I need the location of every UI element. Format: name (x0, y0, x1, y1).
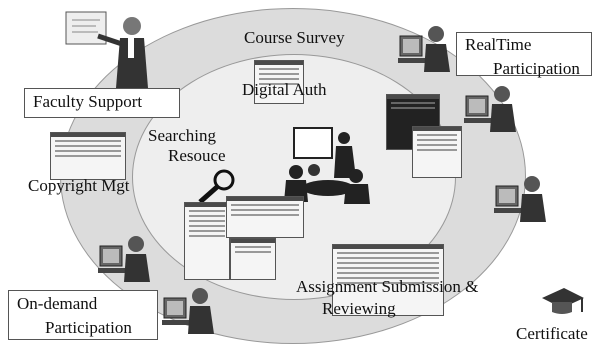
assignment-label: Assignment Submission & Reviewing (296, 276, 478, 320)
assignment-line2: Reviewing (322, 299, 396, 318)
classroom-presentation-icon (278, 126, 374, 206)
realtime-line2: Participation (493, 59, 580, 78)
screenshot-thumbnail-icon (50, 132, 126, 180)
digital-auth-label: Digital Auth (242, 80, 327, 99)
on-demand-line2: Participation (45, 318, 132, 337)
student-at-computer-icon (492, 168, 548, 224)
on-demand-participation-box: On-demand Participation (8, 290, 158, 340)
searching-resource-line2: Resouce (168, 146, 226, 165)
student-at-computer-icon (96, 228, 152, 284)
searching-resource-line1: Searching (148, 126, 216, 145)
realtime-participation-box: RealTime Participation (456, 32, 592, 78)
student-at-computer-icon (396, 18, 452, 74)
faculty-support-label: Faculty Support (33, 92, 143, 111)
assignment-line1: Assignment Submission & (296, 277, 479, 296)
screenshot-thumbnail-icon (254, 60, 304, 104)
on-demand-line1: On-demand (17, 294, 98, 313)
graduation-cap-icon (538, 286, 586, 318)
certificate-label: Certificate (516, 324, 588, 343)
magnifying-glass-icon (196, 168, 238, 206)
realtime-line1: RealTime (465, 35, 532, 54)
course-survey-label: Course Survey (244, 28, 345, 47)
searching-resource-label: Searching Resouce (148, 126, 226, 166)
copyright-mgt-label: Copyright Mgt (28, 176, 130, 195)
screenshot-thumbnail-icon (226, 196, 304, 238)
screenshot-thumbnail-icon (332, 244, 444, 316)
screenshot-thumbnail-icon (412, 126, 462, 178)
teacher-at-board-icon (62, 8, 162, 90)
screenshot-thumbnail-icon (230, 238, 276, 280)
student-at-computer-icon (462, 78, 518, 134)
faculty-support-box: Faculty Support (24, 88, 180, 118)
screenshot-thumbnail-icon (184, 202, 230, 280)
student-at-computer-icon (160, 280, 216, 336)
